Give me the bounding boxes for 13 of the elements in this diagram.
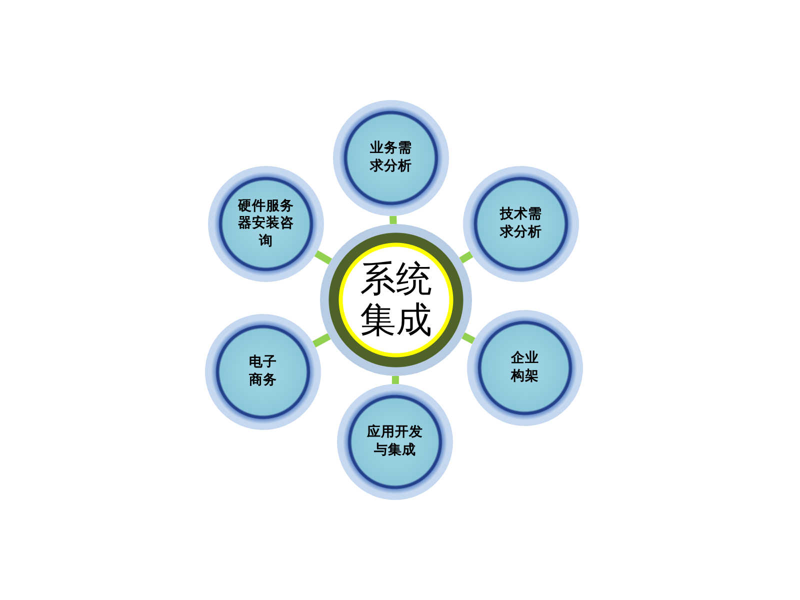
connector-line <box>392 376 399 384</box>
connector-line <box>462 332 476 344</box>
circle-node: 技术需求分析 <box>463 166 579 282</box>
circle-node: 电子商务 <box>205 314 321 430</box>
connector-line <box>312 333 331 348</box>
circle-node: 业务需求分析 <box>333 100 449 216</box>
connector-line <box>314 250 332 265</box>
circle-node: 硬件服务器安装咨询 <box>208 166 324 282</box>
circle-node: 应用开发与集成 <box>337 384 453 500</box>
center-circle: 系统集成 <box>320 224 472 376</box>
connector-line <box>459 251 474 264</box>
connector-line <box>390 216 397 224</box>
circle-node: 企业构架 <box>467 310 583 426</box>
